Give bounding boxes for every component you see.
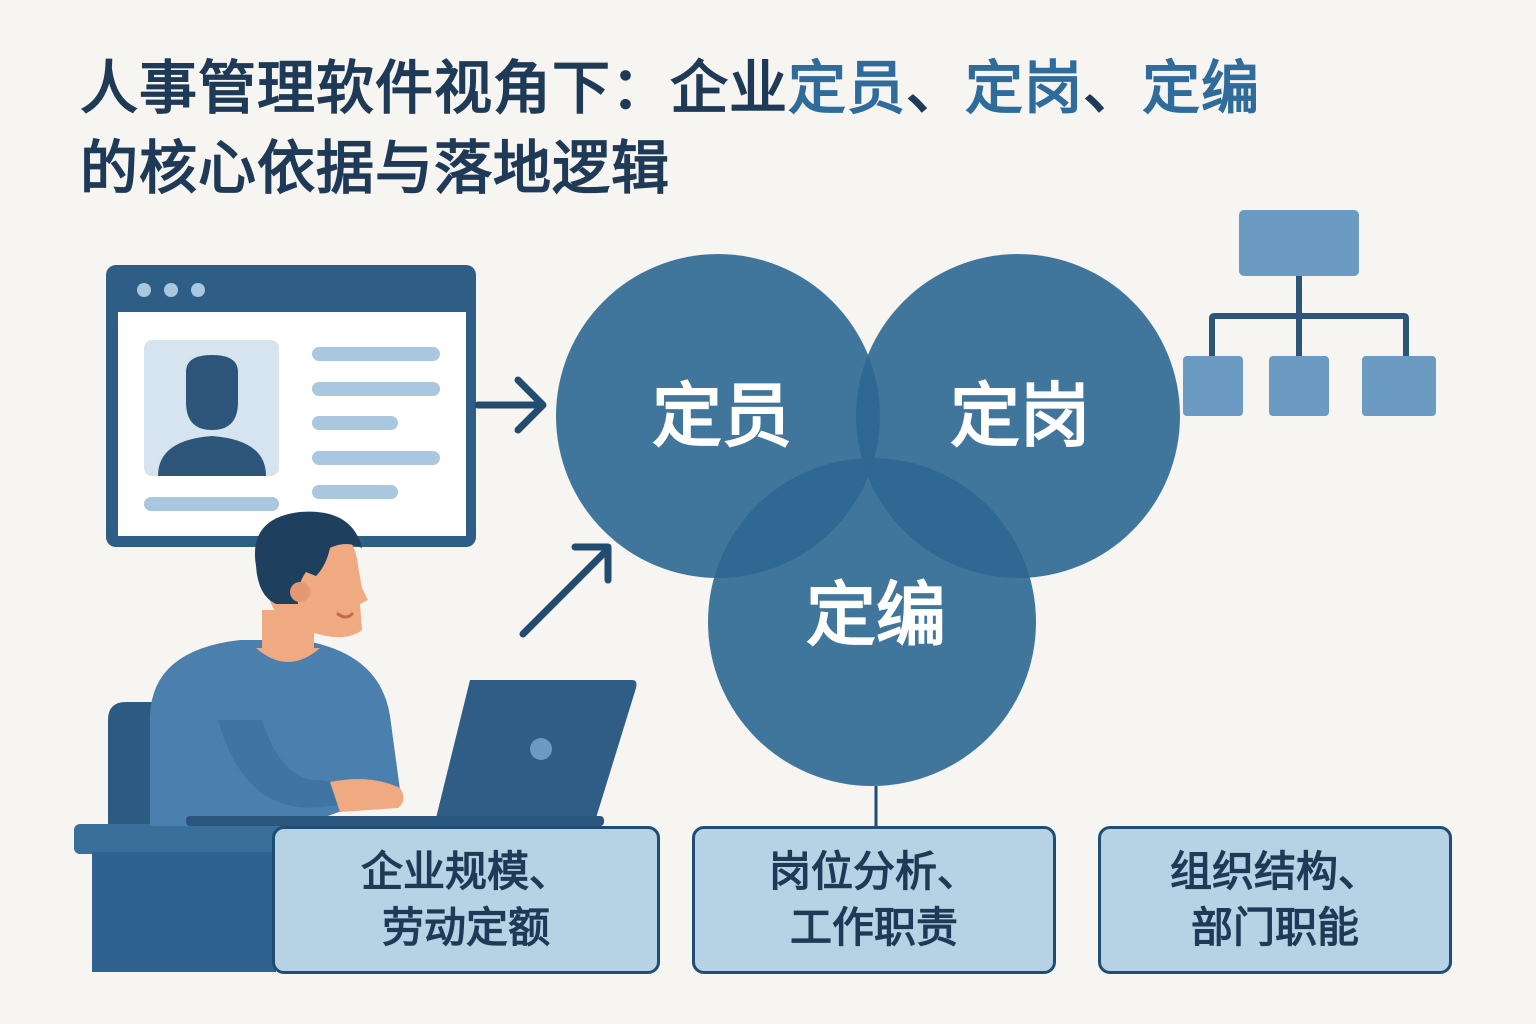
venn-diagram: 定员 定岗 定编 — [556, 254, 1180, 826]
circle-label-staffing: 定员 — [652, 375, 792, 457]
title-accent-headcount: 定编 — [1142, 54, 1261, 122]
circle-label-positions: 定岗 — [950, 375, 1090, 457]
title-part2: 的核心依据与落地逻辑 — [80, 134, 671, 202]
factor-box-organization-line1: 组织结构、 — [1169, 847, 1380, 896]
page-title: 人事管理软件视角下：企业定员、定岗、定编的核心依据与落地逻辑 — [80, 48, 1500, 208]
factor-box-scale-line1: 企业规模、 — [360, 847, 571, 896]
user-profile-icon — [144, 340, 279, 476]
factor-box-position: 岗位分析、 工作职责 — [692, 826, 1056, 974]
circle-headcount — [708, 458, 1036, 786]
title-sep1: 、 — [906, 54, 966, 122]
circle-label-headcount: 定编 — [806, 574, 946, 656]
factor-box-organization: 组织结构、 部门职能 — [1098, 826, 1452, 974]
title-accent-positions: 定岗 — [965, 54, 1084, 122]
title-accent-staffing: 定员 — [788, 54, 907, 122]
arrow-right-icon — [474, 376, 547, 434]
arrow-up-right-icon — [519, 543, 612, 638]
factor-box-organization-line2: 部门职能 — [1190, 903, 1359, 952]
title-sep2: 、 — [1083, 54, 1143, 122]
factor-box-position-line1: 岗位分析、 — [768, 847, 979, 896]
factor-box-position-line2: 工作职责 — [789, 903, 958, 952]
factor-box-scale-line2: 劳动定额 — [381, 903, 550, 952]
title-part1: 人事管理软件视角下：企业 — [80, 54, 789, 122]
person-at-laptop-illustration — [74, 511, 637, 972]
factor-box-scale: 企业规模、 劳动定额 — [272, 826, 660, 974]
org-chart-icon — [1183, 210, 1436, 416]
